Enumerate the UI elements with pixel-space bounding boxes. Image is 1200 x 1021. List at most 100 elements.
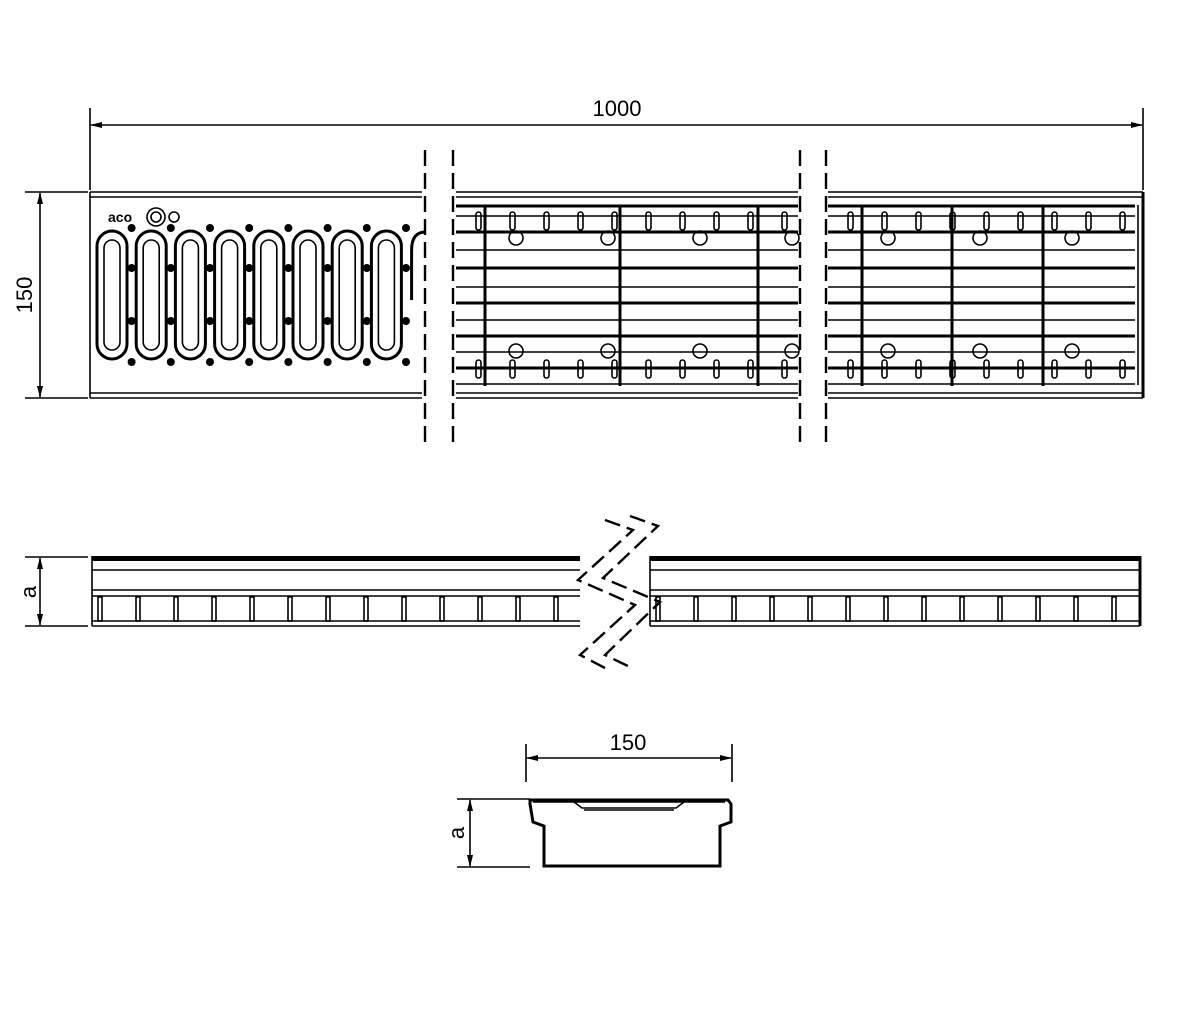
- slot-icon: [1085, 359, 1092, 379]
- slot-loop-inner: [299, 239, 317, 351]
- rib: [135, 596, 141, 622]
- bolt-hole-icon: [600, 230, 616, 246]
- slot-icon: [847, 211, 854, 231]
- grating: [456, 204, 800, 386]
- logo: aco: [108, 207, 180, 227]
- rib: [515, 596, 521, 622]
- slot-loop-inner: [220, 239, 239, 351]
- end-height-label: a: [444, 826, 469, 839]
- bolt-hole-icon: [880, 343, 896, 359]
- slot-icon: [509, 359, 516, 379]
- slot-icon: [1051, 359, 1058, 379]
- slot-loop-inner: [181, 239, 200, 351]
- bolt-icon: [127, 264, 136, 272]
- slot-icon: [915, 359, 922, 379]
- slot-icon: [679, 359, 686, 379]
- bolt-icon: [206, 358, 214, 366]
- bolt-hole-icon: [508, 230, 524, 246]
- break-lines: [423, 150, 828, 444]
- rib: [553, 596, 559, 622]
- rib: [249, 596, 255, 622]
- bolt-icon: [284, 264, 293, 272]
- rib: [693, 596, 699, 622]
- bolt-hole-icon: [692, 230, 708, 246]
- slot-icon: [881, 211, 888, 231]
- slot-loop: [134, 229, 168, 361]
- bolt-icon: [245, 224, 254, 232]
- rib: [401, 596, 407, 622]
- bolt-icon: [402, 358, 410, 366]
- slot-loop: [330, 229, 364, 361]
- slot-loop: [252, 229, 286, 361]
- slot-icon: [747, 359, 754, 379]
- plan-section: [828, 191, 1145, 399]
- slot-loop-inner: [259, 239, 278, 351]
- bolt-icon: [166, 224, 175, 232]
- bolt-hole-icon: [972, 343, 988, 359]
- bolt-icon: [402, 224, 410, 232]
- plan-view: aco: [89, 150, 1145, 444]
- bolt-icon: [166, 358, 175, 366]
- bolt-icon: [284, 358, 293, 366]
- rib: [921, 596, 927, 622]
- bolt-icon: [323, 317, 332, 325]
- side-profile: [91, 514, 1142, 670]
- rib: [731, 596, 737, 622]
- slot-icon: [983, 359, 990, 379]
- bolt-icon: [127, 224, 136, 232]
- bolt-icon: [362, 264, 371, 272]
- rib: [363, 596, 369, 622]
- bolt-icon: [206, 224, 214, 232]
- bolt-icon: [127, 358, 136, 366]
- width-dimension: 150: [12, 191, 88, 399]
- top-rail: [92, 556, 580, 561]
- length-dimension: 1000: [89, 96, 1144, 190]
- bolt-icon: [284, 224, 293, 232]
- bolt-icon: [362, 224, 371, 232]
- slot-icon: [881, 359, 888, 379]
- slot-icon: [747, 211, 754, 231]
- slot-loop-inner: [142, 239, 160, 351]
- slot-icon: [1119, 359, 1126, 379]
- break-symbol: [575, 518, 638, 670]
- bolt-icon: [206, 264, 214, 272]
- plan-section: [89, 191, 422, 399]
- slot-icon: [949, 359, 956, 379]
- rib: [1111, 596, 1117, 622]
- bolt-hole-icon: [880, 230, 896, 246]
- rib: [769, 596, 775, 622]
- slot-icon: [543, 211, 550, 231]
- end-view: 150 a: [444, 730, 733, 868]
- width-label: 150: [12, 277, 37, 314]
- bolt-icon: [323, 224, 332, 232]
- slot-icon: [915, 211, 922, 231]
- rib: [477, 596, 483, 622]
- bolt-icon: [245, 317, 254, 325]
- slot-icon: [1085, 211, 1092, 231]
- length-label: 1000: [593, 96, 642, 121]
- slot-icon: [611, 359, 618, 379]
- bolt-icon: [245, 264, 254, 272]
- rib: [439, 596, 445, 622]
- rib: [211, 596, 217, 622]
- rib: [97, 596, 103, 622]
- slot-icon: [645, 211, 652, 231]
- rib: [807, 596, 813, 622]
- rib: [655, 596, 661, 622]
- slot-icon: [949, 211, 956, 231]
- bolt-hole-icon: [784, 343, 800, 359]
- rib: [1035, 596, 1041, 622]
- slot-icon: [1119, 211, 1126, 231]
- top-rail: [650, 556, 1140, 561]
- channel-profile: [528, 798, 733, 868]
- slot-icon: [543, 359, 550, 379]
- slot-icon: [611, 211, 618, 231]
- height-dimension-side: a: [16, 556, 88, 627]
- bolt-hole-icon: [600, 343, 616, 359]
- slot-icon: [577, 359, 584, 379]
- side-view: a: [16, 514, 1142, 670]
- slot-loop: [369, 229, 403, 361]
- break-symbol: [600, 514, 663, 670]
- rib: [845, 596, 851, 622]
